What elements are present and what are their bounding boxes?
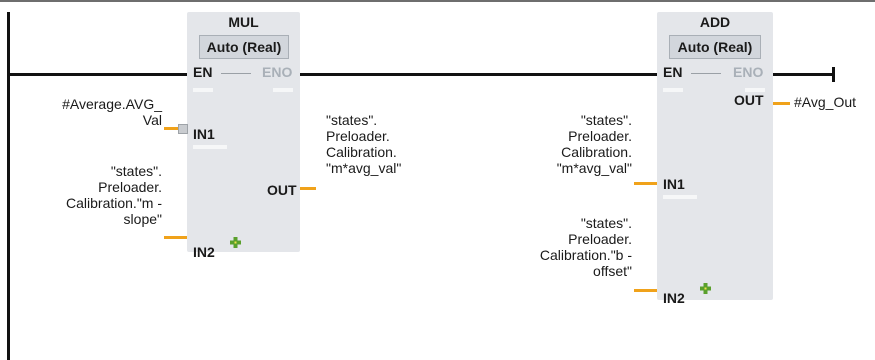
add-in1-pin[interactable]: IN1 xyxy=(663,176,685,192)
add-in1-wire xyxy=(634,182,657,185)
power-rail xyxy=(7,12,10,360)
rung-wire-end xyxy=(832,67,835,82)
mul-in1-underline xyxy=(193,145,227,149)
add-out-wire xyxy=(773,102,790,105)
mul-in1-operand[interactable]: #Average.AVG_ Val xyxy=(62,96,162,128)
mul-in2-operand[interactable]: "states". Preloader. Calibration."m - sl… xyxy=(66,163,162,227)
add-in1-operand[interactable]: "states". Preloader. Calibration. "m*avg… xyxy=(556,112,632,176)
mul-out-pin[interactable]: OUT xyxy=(267,182,297,198)
rung-wire-middle[interactable] xyxy=(300,73,657,76)
add-in2-operand[interactable]: "states". Preloader. Calibration."b - of… xyxy=(539,215,632,279)
mul-in1-wire xyxy=(164,127,178,130)
mul-out-operand[interactable]: "states". Preloader. Calibration. "m*avg… xyxy=(326,112,402,176)
mul-block[interactable]: MUL Auto (Real) EN ENO IN1 OUT IN2 xyxy=(187,12,300,260)
mul-eno-pin[interactable]: ENO xyxy=(262,64,293,80)
editor-top-border xyxy=(0,0,875,2)
add-pin-icon[interactable] xyxy=(229,236,242,249)
add-in2-pin[interactable]: IN2 xyxy=(663,290,685,306)
add-in1-underline xyxy=(663,195,697,199)
mul-type-selector[interactable]: Auto (Real) xyxy=(199,35,289,59)
add-eno-underline xyxy=(745,88,765,92)
mul-in2-wire xyxy=(164,236,187,239)
mul-en-pin[interactable]: EN xyxy=(193,64,213,80)
mul-in1-pin[interactable]: IN1 xyxy=(193,126,215,142)
mul-in2-pin[interactable]: IN2 xyxy=(193,244,215,260)
add-out-pin[interactable]: OUT xyxy=(734,92,764,108)
rung-wire-left[interactable] xyxy=(10,73,187,76)
add-in2-wire xyxy=(634,289,657,292)
add-block-title: ADD xyxy=(699,14,731,30)
add-block[interactable]: ADD Auto (Real) EN ENO OUT IN1 IN2 xyxy=(657,12,773,306)
mul-out-wire xyxy=(300,187,316,190)
mul-en-underline xyxy=(193,88,213,92)
mul-eno-underline xyxy=(273,88,293,92)
add-en-underline xyxy=(663,88,683,92)
mul-in1-negation-marker xyxy=(178,124,188,134)
add-en-eno-connector xyxy=(691,73,721,74)
add-eno-pin[interactable]: ENO xyxy=(733,64,764,80)
mul-en-eno-connector xyxy=(221,73,251,74)
rung-wire-right[interactable] xyxy=(773,73,834,76)
add-en-pin[interactable]: EN xyxy=(663,64,683,80)
add-type-selector[interactable]: Auto (Real) xyxy=(669,35,761,59)
add-out-operand[interactable]: #Avg_Out xyxy=(794,94,857,110)
add-pin-icon[interactable] xyxy=(699,282,712,295)
mul-block-title: MUL xyxy=(228,14,259,30)
